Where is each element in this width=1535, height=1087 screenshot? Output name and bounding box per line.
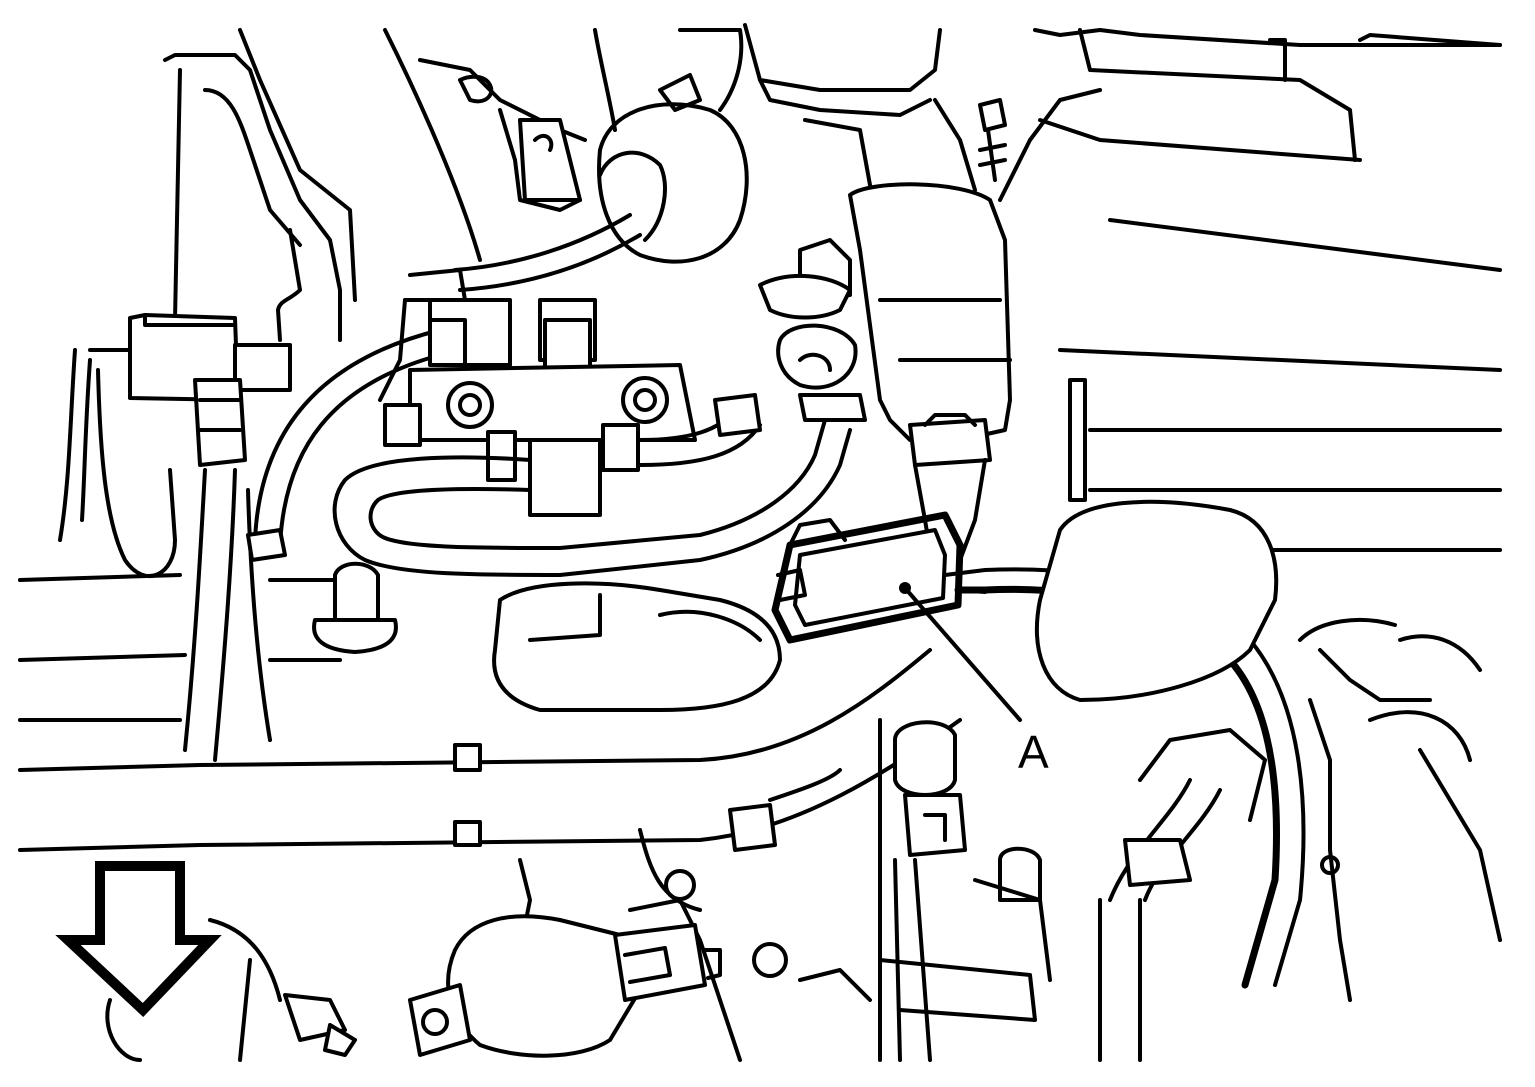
lower-left-connector [105, 918, 357, 1062]
right-lower-pipes [1098, 728, 1267, 1062]
center-box [848, 182, 1012, 442]
right-engine-parts [1035, 499, 1502, 1002]
front-direction-arrow-icon [55, 861, 222, 1018]
center-hose-loop [332, 393, 852, 577]
left-vertical-harness [96, 368, 272, 762]
vacuum-hose-top [378, 213, 642, 402]
left-hose-loop [246, 328, 442, 562]
vacuum-canister [593, 28, 749, 264]
solenoid-valves [383, 298, 697, 517]
check-valve [758, 238, 867, 422]
intake-elbow [492, 581, 782, 712]
reservoir-box [743, 23, 977, 192]
bottom-sensor [408, 914, 722, 1058]
vertical-hose [908, 413, 992, 582]
connector-a [771, 511, 964, 644]
callout-a-leader [903, 586, 1022, 722]
top-pipe-bracket [383, 28, 587, 262]
lower-center-parts [518, 768, 872, 1062]
left-connector-block [58, 313, 292, 542]
callout-label-a: A [1018, 726, 1049, 778]
lower-stud [312, 561, 398, 654]
injector-assembly [878, 718, 1052, 1062]
top-bolt [978, 98, 1007, 182]
air-box-panel [998, 28, 1502, 552]
left-bracket [158, 28, 357, 342]
